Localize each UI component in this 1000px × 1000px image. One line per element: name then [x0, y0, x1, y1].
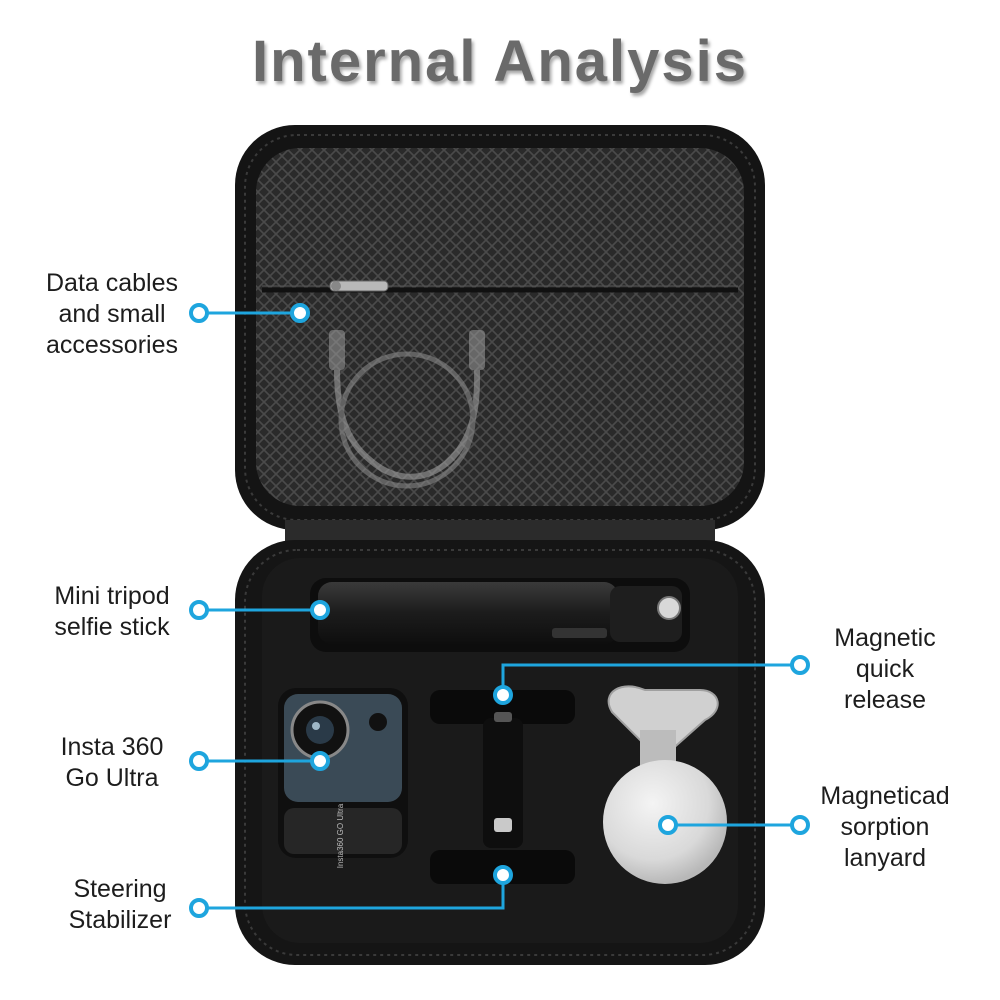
- label-data-cables: Data cables and small accessories: [22, 268, 202, 361]
- label-line: sorption: [840, 813, 930, 841]
- zipper-pull-icon: [329, 280, 389, 292]
- case-lid: [235, 125, 765, 530]
- label-line: Data cables: [45, 269, 179, 297]
- insta360-camera: Insta360 GO Ultra: [278, 688, 408, 868]
- label-line: Stabilizer: [68, 906, 172, 934]
- label-line: accessories: [46, 331, 178, 359]
- label-magnetic-quick: Magnetic quick release: [790, 623, 980, 716]
- label-line: selfie stick: [54, 613, 170, 641]
- callout-dots: [189, 303, 810, 918]
- label-line: release: [844, 686, 926, 714]
- camera-text: Insta360 GO Ultra: [336, 803, 345, 868]
- label-mini-tripod: Mini tripod selfie stick: [22, 581, 202, 643]
- label-line: Mini tripod: [54, 582, 170, 610]
- label-line: Insta 360: [60, 733, 164, 761]
- label-line: Go Ultra: [65, 764, 159, 792]
- label-line: Magneticad: [820, 782, 950, 810]
- page-title: Internal Analysis: [251, 29, 749, 94]
- label-line: lanyard: [844, 844, 926, 872]
- data-cable-icon: [329, 330, 485, 489]
- label-steering: Steering Stabilizer: [30, 874, 210, 936]
- label-line: Magnetic: [834, 624, 936, 652]
- magnetic-lanyard: [603, 685, 727, 884]
- label-line: and small: [58, 300, 166, 328]
- steering-stabilizer: [430, 690, 575, 884]
- label-line: quick: [855, 655, 915, 683]
- label-line: Steering: [73, 875, 167, 903]
- label-magnetic-lanyard: Magneticad sorption lanyard: [790, 781, 980, 874]
- label-insta360: Insta 360 Go Ultra: [22, 732, 202, 794]
- mini-tripod-selfie-stick: [310, 578, 690, 652]
